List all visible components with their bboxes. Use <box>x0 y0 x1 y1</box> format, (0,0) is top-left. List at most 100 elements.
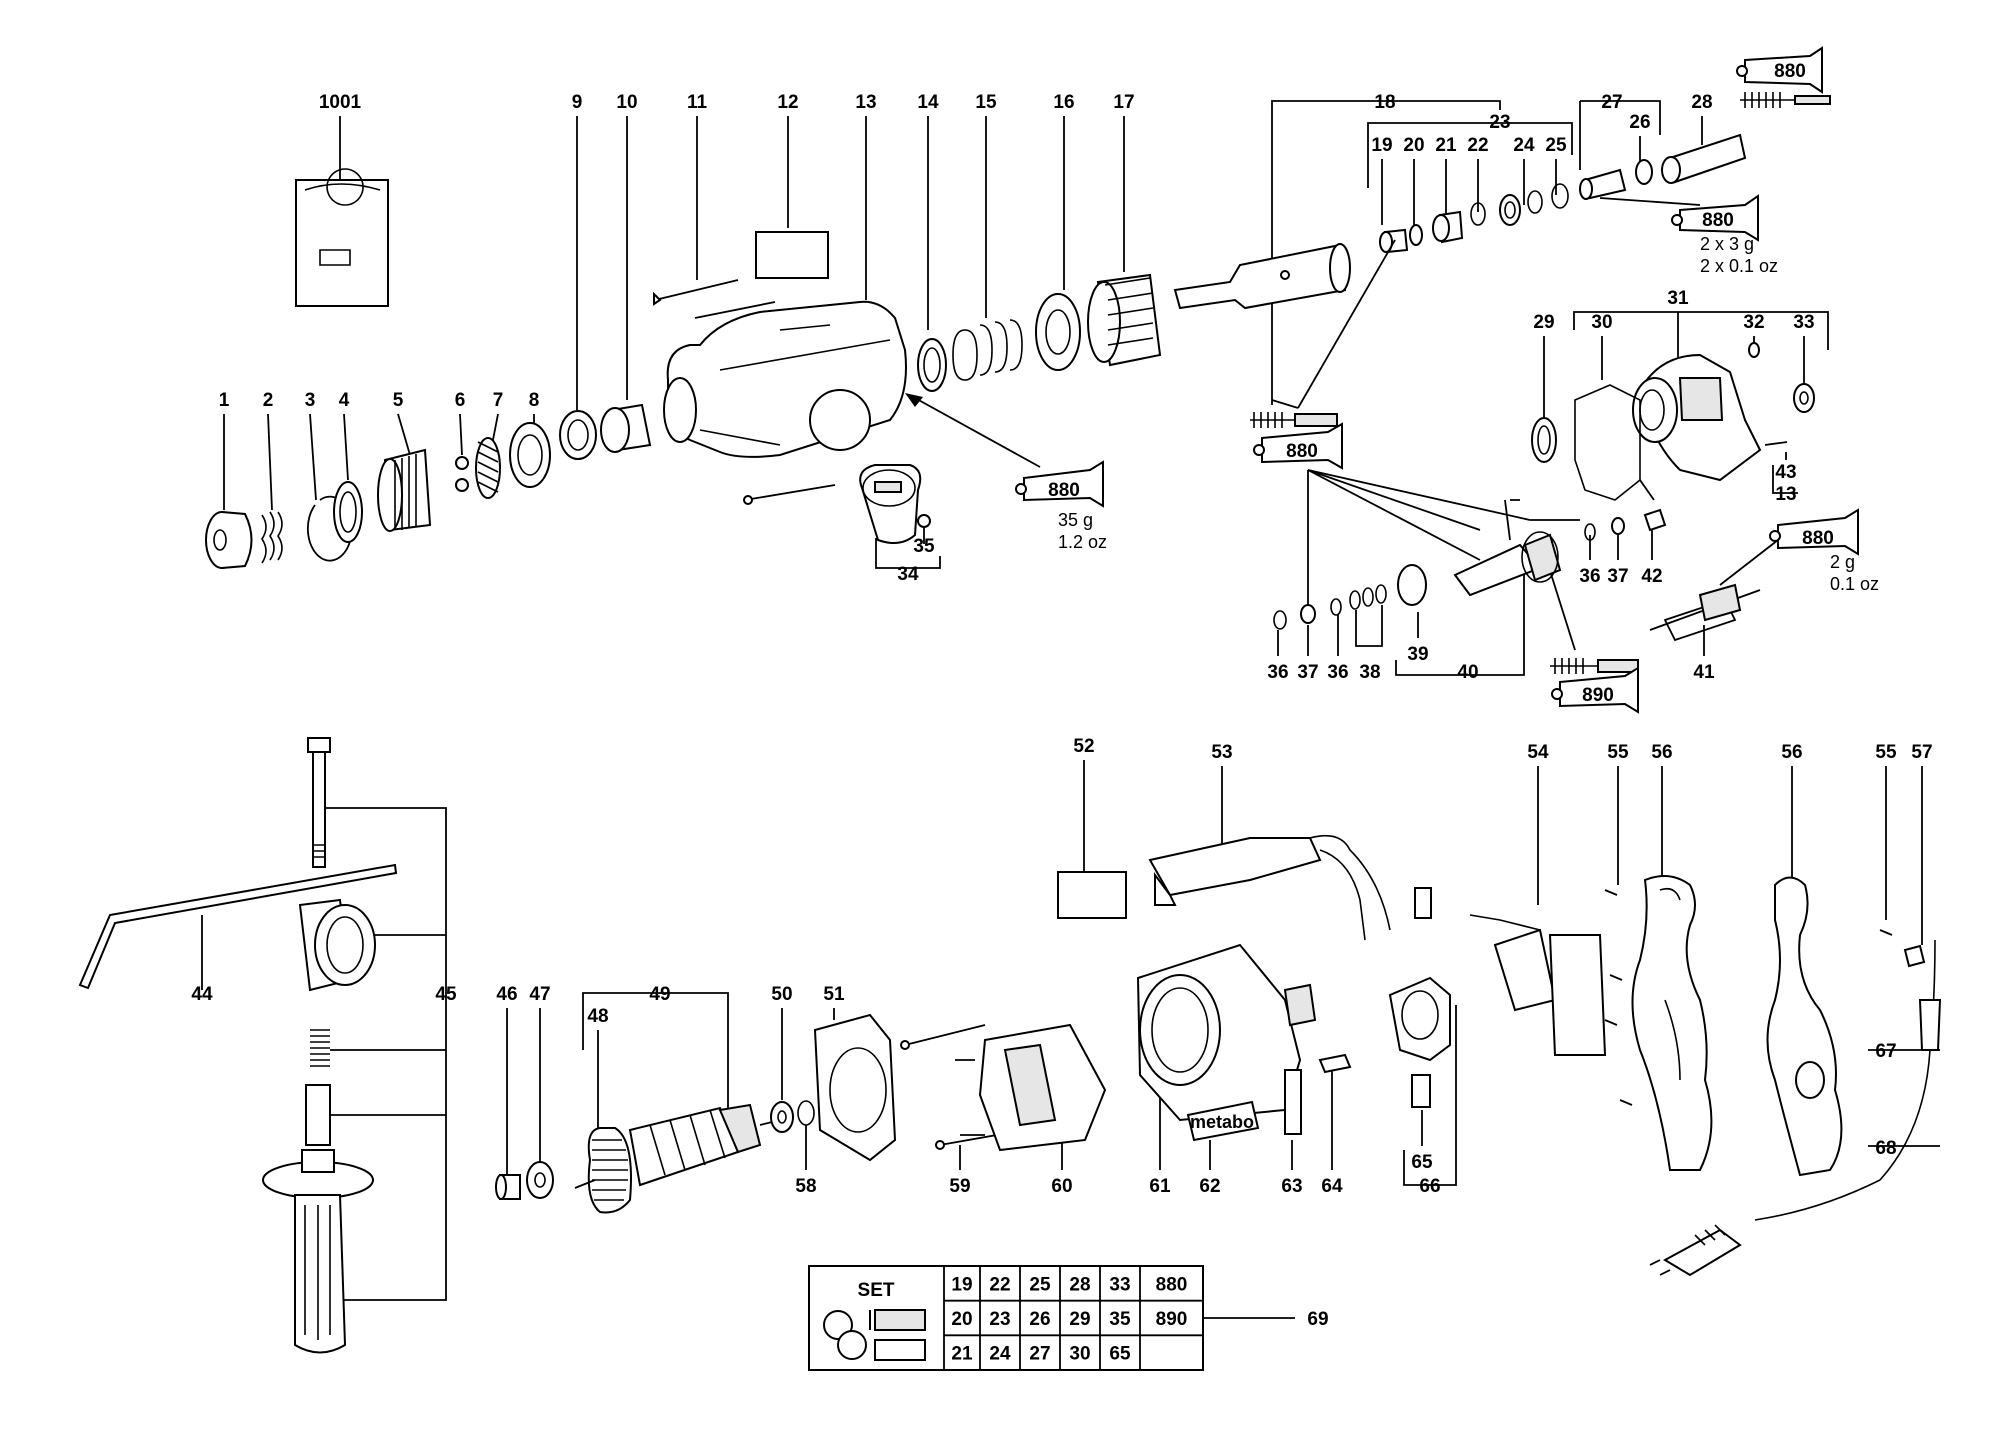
label-13: 13 <box>855 92 876 113</box>
label-2: 2 <box>263 390 274 411</box>
set-cell: 29 <box>1069 1309 1090 1330</box>
leader-grease-right <box>1719 539 1779 586</box>
tube-label-890: 890 <box>1582 685 1614 706</box>
label-19: 19 <box>1371 135 1392 156</box>
tube-label-880-mid: 880 <box>1702 210 1734 231</box>
label-3: 3 <box>305 390 316 411</box>
label-43: 43 <box>1775 462 1796 483</box>
tube-label-880-top: 880 <box>1774 61 1806 82</box>
part-7-cage <box>475 437 501 499</box>
label-4: 4 <box>339 390 350 411</box>
part-11-screws <box>653 279 836 505</box>
bottom-row-labels: 46 47 48 49 50 51 58 59 60 61 62 63 64 6… <box>496 736 1932 1197</box>
label-40: 40 <box>1457 662 1478 683</box>
oring-icon-2 <box>837 1330 867 1360</box>
label-47: 47 <box>529 984 550 1005</box>
set-cell: 33 <box>1109 1274 1130 1295</box>
part-1001-detail <box>304 168 381 266</box>
set-cell: 35 <box>1109 1309 1131 1330</box>
part-56-handle-half-a <box>1631 875 1713 1171</box>
label-56a: 56 <box>1651 742 1672 763</box>
part-55-screws-a <box>1604 889 1633 1106</box>
part-1-chuck-nose <box>205 511 253 569</box>
part-5-sleeve <box>377 448 432 532</box>
part-45-sleeve <box>305 1084 331 1146</box>
part-50-bearing <box>770 1101 794 1133</box>
label-18: 18 <box>1374 92 1395 113</box>
label-27: 27 <box>1601 92 1622 113</box>
part-54-switch <box>1469 914 1607 1056</box>
part-40-shaft <box>1453 499 1562 597</box>
label-31: 31 <box>1667 288 1689 309</box>
label-12: 12 <box>777 92 798 113</box>
part-2-spring <box>261 511 283 564</box>
label-55a: 55 <box>1607 742 1629 763</box>
part-15-spring <box>952 319 1023 381</box>
label-25: 25 <box>1545 135 1567 156</box>
part-38-washers <box>1349 584 1387 610</box>
part-39-gear <box>1397 564 1427 606</box>
part-53-cover <box>1148 834 1391 941</box>
set-cell: 65 <box>1109 1344 1131 1365</box>
part-61-motor-housing <box>1136 943 1317 1122</box>
label-37a: 37 <box>1607 566 1628 587</box>
part-1001-box <box>295 179 389 307</box>
label-20: 20 <box>1403 135 1424 156</box>
grease-tube-880-left: 880 <box>1253 422 1343 470</box>
part-9-washer <box>559 410 597 460</box>
label-1001: 1001 <box>319 92 362 113</box>
note-2x3g: 2 x 3 g <box>1700 234 1754 254</box>
part-42-plate <box>1643 508 1667 532</box>
label-11: 11 <box>687 92 708 113</box>
bottom-row-leaders <box>506 760 1940 1186</box>
label-64: 64 <box>1321 1176 1343 1197</box>
tube-label-880-center: 880 <box>1048 480 1080 501</box>
label-50: 50 <box>771 984 792 1005</box>
part-63-strip <box>1284 1069 1302 1135</box>
label-1: 1 <box>219 390 230 411</box>
part-66-brush-holder <box>1388 976 1451 1062</box>
part-28-striker <box>1661 133 1747 184</box>
part-29-needle-bearing <box>1531 417 1557 463</box>
label-61: 61 <box>1149 1176 1171 1197</box>
part-58-oring <box>797 1100 815 1126</box>
label-38: 38 <box>1359 662 1380 683</box>
set-cell: 25 <box>1029 1274 1051 1295</box>
label-58: 58 <box>795 1176 816 1197</box>
label-35: 35 <box>913 536 935 557</box>
set-cell: 19 <box>951 1274 972 1295</box>
label-34: 34 <box>897 564 919 585</box>
note-12oz: 1.2 oz <box>1058 532 1107 552</box>
part-27-piston <box>1579 168 1627 200</box>
set-cell: 23 <box>989 1309 1010 1330</box>
label-66: 66 <box>1419 1176 1440 1197</box>
label-51: 51 <box>823 984 845 1005</box>
leader-34-bracket <box>875 538 941 569</box>
label-54: 54 <box>1527 742 1549 763</box>
label-37b: 37 <box>1297 662 1318 683</box>
set-cell: 30 <box>1069 1344 1090 1365</box>
brush-icon-890 <box>1550 658 1639 674</box>
label-9: 9 <box>572 92 583 113</box>
part-21-sleeve <box>1432 210 1464 244</box>
arrow-head-grease <box>905 393 923 407</box>
label-41: 41 <box>1693 662 1715 683</box>
right-middle-labels: 29 30 31 32 33 43 13 36 37 42 36 37 36 3… <box>1267 288 1814 683</box>
label-53: 53 <box>1211 742 1232 763</box>
set-cell: 890 <box>1156 1309 1188 1330</box>
part-30-gasket <box>1574 384 1641 501</box>
label-49: 49 <box>649 984 670 1005</box>
set-cell: 22 <box>989 1274 1010 1295</box>
label-32: 32 <box>1743 312 1764 333</box>
part-35-screw <box>917 514 931 528</box>
label-13b: 13 <box>1775 484 1796 505</box>
top-row-labels: 1 2 3 4 5 6 7 8 9 10 11 12 13 14 15 16 1… <box>219 92 1713 411</box>
part-45-clamp <box>298 898 376 992</box>
part-57-cable-clamp <box>1903 944 1926 968</box>
part-56-handle-half-b <box>1766 876 1843 1177</box>
screw-icon <box>869 1309 926 1331</box>
part-60-field-coil <box>955 1023 1107 1152</box>
set-cell: 27 <box>1029 1344 1050 1365</box>
